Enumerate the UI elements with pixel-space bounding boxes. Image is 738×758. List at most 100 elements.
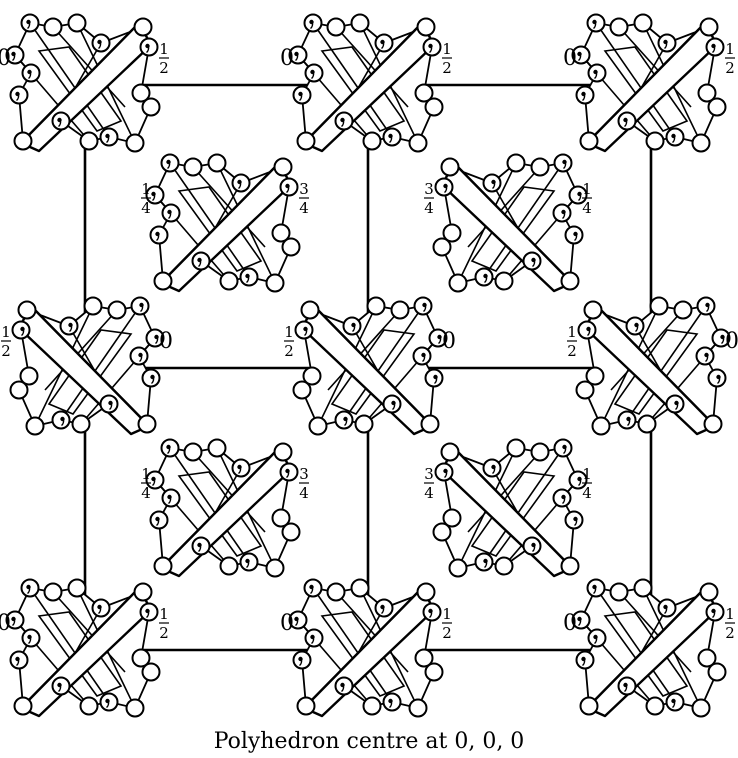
atom-circle (71, 414, 91, 434)
atom-circle (191, 536, 211, 556)
atom-circle (161, 488, 181, 508)
polyhedron-edge (312, 22, 393, 138)
fraction-denominator: 2 (159, 59, 169, 77)
polyhedron-edge (169, 447, 250, 563)
atom-circle (696, 296, 716, 316)
atom-circle (408, 698, 428, 718)
fraction-denominator: 4 (141, 484, 151, 502)
atom-circle (191, 251, 211, 271)
atom-circle (153, 271, 173, 291)
atom-circle (617, 676, 637, 696)
atom-circle (414, 83, 434, 103)
atom-circle (20, 13, 40, 33)
height-label: 0 (563, 46, 577, 71)
fraction-numerator: 1 (567, 323, 577, 341)
atom-circle (326, 17, 346, 37)
height-label: 0 (442, 329, 456, 354)
fraction-denominator: 4 (582, 484, 592, 502)
atom-circle (281, 237, 301, 257)
atom-circle (586, 13, 606, 33)
atom-circle (239, 267, 259, 287)
fraction-label: 12 (442, 40, 452, 77)
atom-circle (586, 578, 606, 598)
polyhedron (432, 438, 588, 578)
polyhedron-edge (29, 22, 110, 138)
atom-circle (129, 346, 149, 366)
atom-circle (522, 536, 542, 556)
atom-circle (91, 33, 111, 53)
fraction-denominator: 4 (424, 199, 434, 217)
fraction-label: 34 (424, 465, 434, 502)
atom-circle (51, 111, 71, 131)
atom-circle (673, 300, 693, 320)
atom-circle (231, 458, 251, 478)
atom-circle (414, 648, 434, 668)
atom-circle (699, 17, 719, 37)
polyhedron-diagonal (586, 587, 706, 709)
atom-circle (125, 698, 145, 718)
atom-circle (707, 662, 727, 682)
fraction-label: 14 (582, 180, 592, 217)
atom-circle (354, 414, 374, 434)
atom-circle (296, 131, 316, 151)
fraction-label: 14 (141, 465, 151, 502)
atom-circle (530, 157, 550, 177)
atom-circle (288, 610, 308, 630)
atom-circle (699, 582, 719, 602)
height-label: 0 (280, 611, 294, 636)
fraction-denominator: 2 (159, 624, 169, 642)
atom-circle (207, 438, 227, 458)
fraction-denominator: 4 (582, 199, 592, 217)
atom-circle (587, 63, 607, 83)
atom-circle (691, 133, 711, 153)
polyhedron-edge (52, 26, 126, 108)
atom-circle (408, 133, 428, 153)
atom-circle (51, 410, 71, 430)
polyhedron-edge (595, 22, 676, 138)
atom-circle (665, 394, 685, 414)
atom-circle (711, 328, 731, 348)
atom-circle (633, 578, 653, 598)
fraction-denominator: 2 (725, 624, 735, 642)
height-label: 0 (159, 329, 173, 354)
atom-circle (21, 63, 41, 83)
atom-circle (575, 380, 595, 400)
atom-circle (703, 414, 723, 434)
fraction-label: 12 (567, 323, 577, 360)
atom-circle (645, 696, 665, 716)
atom-circle (579, 696, 599, 716)
polyhedron-edge (626, 305, 707, 421)
atom-circle (374, 598, 394, 618)
atom-circle (571, 45, 591, 65)
atom-circle (422, 602, 442, 622)
atom-circle (303, 578, 323, 598)
atom-circle (5, 610, 25, 630)
atom-circle (153, 556, 173, 576)
atom-circle (432, 237, 452, 257)
atom-circle (334, 676, 354, 696)
atom-circle (617, 111, 637, 131)
atom-circle (139, 602, 159, 622)
atom-circle (308, 416, 328, 436)
fraction-label: 12 (284, 323, 294, 360)
fraction-denominator: 2 (725, 59, 735, 77)
atom-circle (141, 368, 161, 388)
polyhedron-edge (483, 162, 564, 278)
fraction-numerator: 1 (442, 40, 452, 58)
atom-circle (133, 17, 153, 37)
atom-circle (553, 438, 573, 458)
atom-circle (9, 380, 29, 400)
atom-circle (382, 127, 402, 147)
atom-circle (296, 696, 316, 716)
fraction-label: 14 (141, 180, 151, 217)
atom-circle (697, 83, 717, 103)
atom-circle (564, 225, 584, 245)
atom-circle (649, 296, 669, 316)
atom-circle (366, 296, 386, 316)
atom-circle (145, 470, 165, 490)
atom-circle (79, 696, 99, 716)
fraction-label: 12 (159, 605, 169, 642)
atom-circle (131, 648, 151, 668)
